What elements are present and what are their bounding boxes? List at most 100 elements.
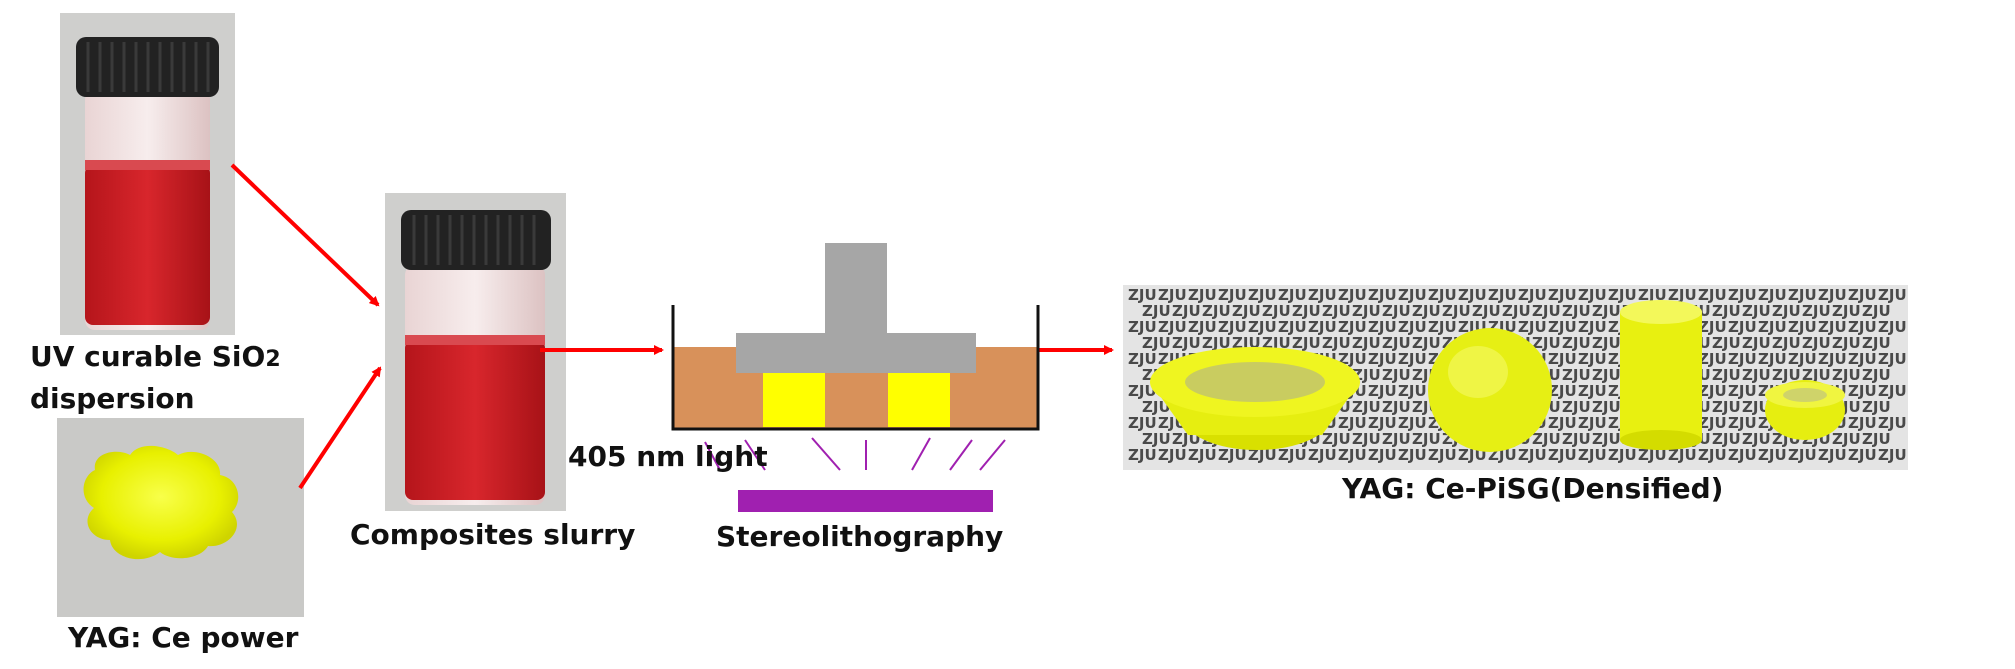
zju-pattern-text: ZJU bbox=[1338, 350, 1367, 368]
product-label: YAG: Ce-PiSG(Densified) bbox=[1342, 472, 1724, 505]
zju-pattern-text: ZJU bbox=[1862, 398, 1891, 416]
zju-pattern-text: ZJU bbox=[1878, 286, 1907, 304]
zju-pattern-text: ZJU bbox=[1352, 398, 1381, 416]
zju-pattern-text: ZJU bbox=[1562, 334, 1591, 352]
zju-pattern-text: ZJU bbox=[1128, 318, 1157, 336]
arrow-powder-to-slurry bbox=[298, 366, 382, 490]
zju-pattern-text: ZJU bbox=[1728, 414, 1757, 432]
zju-pattern-text: ZJU bbox=[1458, 286, 1487, 304]
zju-pattern-text: ZJU bbox=[1608, 446, 1637, 464]
zju-pattern-text: ZJU bbox=[1488, 286, 1517, 304]
zju-pattern-text: ZJU bbox=[1848, 286, 1877, 304]
zju-pattern-text: ZJU bbox=[1382, 302, 1411, 320]
zju-pattern-text: ZJU bbox=[1412, 302, 1441, 320]
zju-pattern-text: ZJU bbox=[1832, 334, 1861, 352]
zju-pattern-text: ZJU bbox=[1818, 446, 1847, 464]
zju-pattern-text: ZJU bbox=[1758, 350, 1787, 368]
arrow-silica-to-slurry bbox=[230, 163, 380, 307]
build-platform bbox=[736, 333, 976, 373]
zju-pattern-text: ZJU bbox=[1548, 318, 1577, 336]
zju-pattern-text: ZJU bbox=[1532, 302, 1561, 320]
zju-pattern-text: ZJU bbox=[1592, 398, 1621, 416]
zju-pattern-text: ZJU bbox=[1698, 350, 1727, 368]
zju-pattern-text: ZJU bbox=[1368, 382, 1397, 400]
zju-pattern-text: ZJU bbox=[1322, 430, 1351, 448]
zju-pattern-text: ZJU bbox=[1202, 302, 1231, 320]
zju-pattern-text: ZJU bbox=[1142, 398, 1171, 416]
zju-pattern-text: ZJU bbox=[1308, 318, 1337, 336]
stereolithography-label: Stereolithography bbox=[716, 520, 1004, 553]
zju-pattern-text: ZJU bbox=[1758, 318, 1787, 336]
zju-pattern-text: ZJU bbox=[1412, 430, 1441, 448]
composite-label: Composites slurry bbox=[350, 518, 636, 551]
zju-pattern-text: ZJU bbox=[1158, 446, 1187, 464]
zju-pattern-text: ZJU bbox=[1322, 302, 1351, 320]
zju-pattern-text: ZJU bbox=[1532, 430, 1561, 448]
zju-pattern-text: ZJU bbox=[1698, 318, 1727, 336]
zju-pattern-text: ZJU bbox=[1578, 350, 1607, 368]
zju-pattern-text: ZJU bbox=[1442, 302, 1471, 320]
zju-pattern-text: ZJU bbox=[1338, 414, 1367, 432]
zju-pattern-text: ZJU bbox=[1742, 334, 1771, 352]
zju-pattern-text: ZJU bbox=[1398, 318, 1427, 336]
zju-pattern-text: ZJU bbox=[1248, 286, 1277, 304]
zju-pattern-text: ZJU bbox=[1548, 446, 1577, 464]
zju-pattern-text: ZJU bbox=[1218, 318, 1247, 336]
zju-pattern-text: ZJU bbox=[1862, 334, 1891, 352]
zju-pattern-text: ZJU bbox=[1562, 366, 1591, 384]
zju-pattern-text: ZJU bbox=[1562, 430, 1591, 448]
zju-pattern-text: ZJU bbox=[1578, 286, 1607, 304]
zju-pattern-text: ZJU bbox=[1592, 334, 1621, 352]
zju-pattern-text: ZJU bbox=[1158, 318, 1187, 336]
zju-pattern-text: ZJU bbox=[1262, 302, 1291, 320]
zju-pattern-text: ZJU bbox=[1292, 334, 1321, 352]
zju-pattern-text: ZJU bbox=[1802, 334, 1831, 352]
zju-pattern-text: ZJU bbox=[1398, 382, 1427, 400]
zju-pattern-text: ZJU bbox=[1562, 398, 1591, 416]
zju-pattern-text: ZJU bbox=[1728, 286, 1757, 304]
zju-pattern-text: ZJU bbox=[1428, 446, 1457, 464]
zju-pattern-text: ZJU bbox=[1592, 366, 1621, 384]
zju-pattern-text: ZJU bbox=[1878, 318, 1907, 336]
zju-pattern-text: ZJU bbox=[1278, 318, 1307, 336]
zju-pattern-text: ZJU bbox=[1878, 350, 1907, 368]
zju-pattern-text: ZJU bbox=[1802, 302, 1831, 320]
zju-pattern-text: ZJU bbox=[1398, 286, 1427, 304]
zju-pattern-text: ZJU bbox=[1848, 382, 1877, 400]
zju-pattern-text: ZJU bbox=[1772, 334, 1801, 352]
zju-pattern-text: ZJU bbox=[1832, 430, 1861, 448]
zju-pattern-text: ZJU bbox=[1202, 334, 1231, 352]
zju-pattern-text: ZJU bbox=[1772, 302, 1801, 320]
zju-pattern-text: ZJU bbox=[1308, 286, 1337, 304]
zju-pattern-text: ZJU bbox=[1338, 286, 1367, 304]
zju-pattern-text: ZJU bbox=[1818, 350, 1847, 368]
zju-pattern-text: ZJU bbox=[1742, 398, 1771, 416]
stereolithography-schematic bbox=[671, 243, 1040, 512]
silica-label-text: UV curable SiO bbox=[30, 340, 266, 373]
zju-pattern-text: ZJU bbox=[1352, 302, 1381, 320]
zju-pattern-text: ZJU bbox=[1398, 446, 1427, 464]
zju-pattern-text: ZJU bbox=[1548, 286, 1577, 304]
zju-pattern-text: ZJU bbox=[1548, 350, 1577, 368]
zju-pattern-text: ZJU bbox=[1352, 430, 1381, 448]
composite-vial-photo bbox=[385, 193, 566, 511]
zju-pattern-text: ZJU bbox=[1802, 366, 1831, 384]
zju-pattern-text: ZJU bbox=[1142, 430, 1171, 448]
zju-pattern-text: ZJU bbox=[1728, 350, 1757, 368]
zju-pattern-text: ZJU bbox=[1128, 414, 1157, 432]
silica-label: UV curable SiO2 bbox=[30, 340, 281, 377]
zju-pattern-text: ZJU bbox=[1278, 446, 1307, 464]
zju-pattern-text: ZJU bbox=[1428, 318, 1457, 336]
zju-pattern-text: ZJU bbox=[1382, 398, 1411, 416]
zju-pattern-text: ZJU bbox=[1638, 446, 1667, 464]
cap-icon bbox=[401, 210, 551, 270]
zju-pattern-text: ZJU bbox=[1248, 446, 1277, 464]
zju-pattern-text: ZJU bbox=[1428, 286, 1457, 304]
silica-label-subscript: 2 bbox=[265, 347, 281, 372]
zju-pattern-text: ZJU bbox=[1382, 366, 1411, 384]
zju-pattern-text: ZJU bbox=[1698, 414, 1727, 432]
zju-pattern-text: ZJU bbox=[1142, 302, 1171, 320]
zju-pattern-text: ZJU bbox=[1128, 286, 1157, 304]
zju-pattern-text: ZJU bbox=[1818, 318, 1847, 336]
